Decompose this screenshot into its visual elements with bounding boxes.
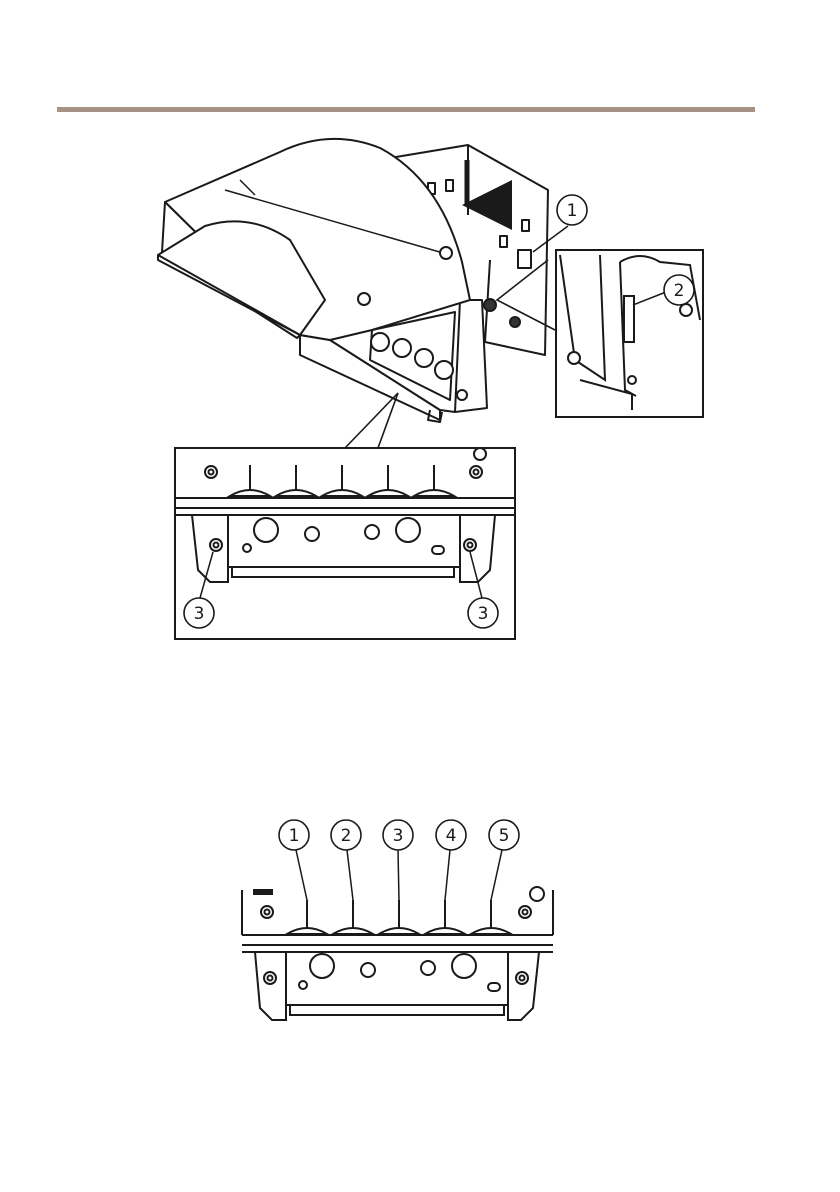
gland-callout-5-label: 5 [499, 826, 510, 846]
callout-1-label: 1 [567, 201, 578, 221]
gland-callout-1: 1 [279, 820, 309, 850]
callout-3-left: 3 [184, 598, 214, 628]
figure-2-glands [242, 850, 553, 1020]
gland-callout-3-label: 3 [393, 826, 404, 846]
callout-3-right: 3 [468, 598, 498, 628]
callout-3-left-label: 3 [194, 604, 205, 624]
callout-1: 1 [557, 195, 587, 225]
figure-2-callouts: 1 2 3 4 5 [279, 820, 519, 850]
gland-callout-5: 5 [489, 820, 519, 850]
callout-2: 2 [664, 275, 694, 305]
inset-bottom-detail [175, 393, 515, 639]
gland-callout-2: 2 [331, 820, 361, 850]
gland-callout-1-label: 1 [289, 826, 300, 846]
gland-callout-4-label: 4 [446, 826, 457, 846]
figure-1-housing [158, 139, 548, 422]
callout-3-right-label: 3 [478, 604, 489, 624]
callout-2-label: 2 [674, 281, 685, 301]
gland-callout-2-label: 2 [341, 826, 352, 846]
gland-callout-3: 3 [383, 820, 413, 850]
gland-callout-4: 4 [436, 820, 466, 850]
